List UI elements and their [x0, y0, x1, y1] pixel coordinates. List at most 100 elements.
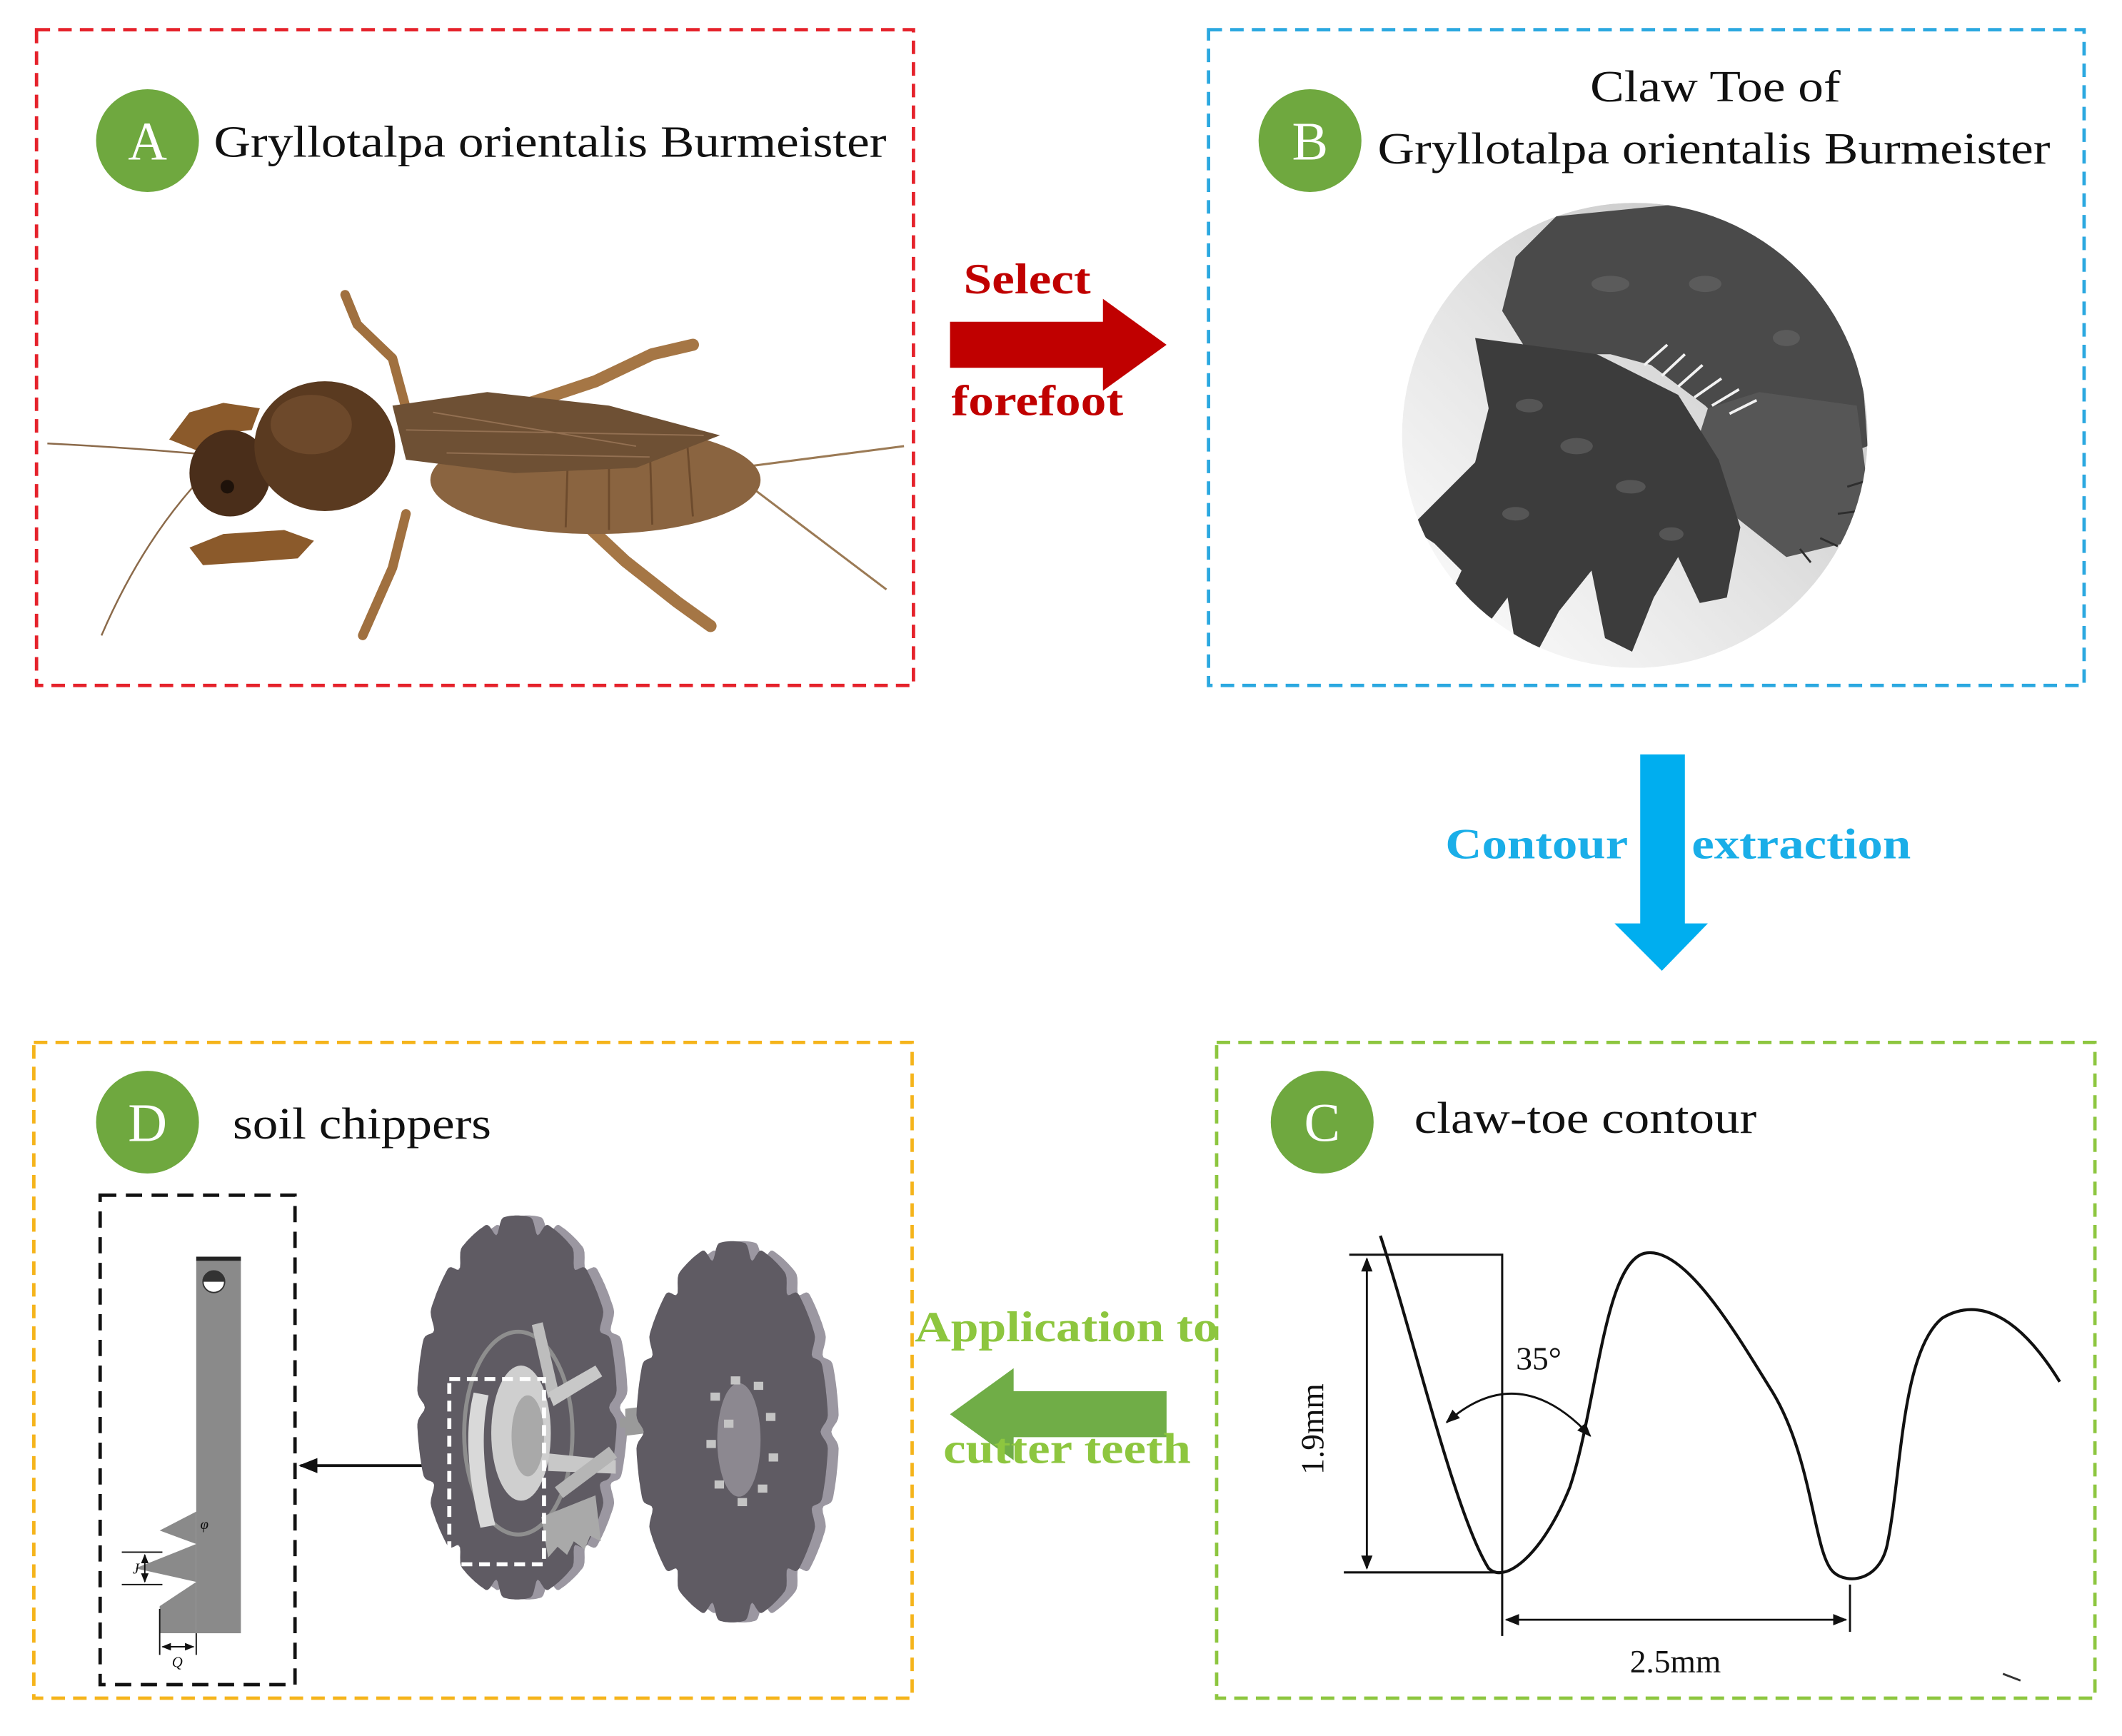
claw-toe-photo — [1402, 203, 1868, 668]
tooth-width-label: Q — [172, 1653, 183, 1670]
panel-d-title: soil chippers — [233, 1099, 491, 1149]
hub — [717, 1383, 761, 1497]
cricket-pronotum-highlight — [271, 395, 352, 455]
select-label: Select — [964, 256, 1091, 303]
contour-extraction-arrow: Contour extraction — [1445, 754, 1911, 971]
texture-spot — [1560, 438, 1593, 455]
cricket-middle-leg — [358, 509, 411, 640]
contour-label: Contour — [1445, 821, 1628, 869]
panel-b: B Claw Toe of Gryllotalpa orientalis Bur… — [1207, 28, 2086, 687]
panel-d-frame — [32, 1040, 914, 1700]
claw-texture — [1502, 276, 1800, 541]
bolt — [710, 1392, 720, 1401]
left-arrow — [950, 1368, 1167, 1460]
bolt — [724, 1419, 734, 1428]
side-blade — [548, 1366, 603, 1406]
cricket-middle-leg — [340, 290, 411, 413]
side-blade — [555, 1446, 618, 1498]
panel-d-letter: D — [128, 1094, 167, 1154]
blade-teeth — [135, 1511, 196, 1634]
claw-dactyls — [1410, 338, 1741, 652]
stray-mark — [2002, 1672, 2021, 1682]
hub-bolts — [706, 1376, 778, 1507]
panel-c-badge — [1270, 1071, 1374, 1174]
panel-b-frame — [1207, 28, 2086, 687]
cricket-antenna — [101, 475, 204, 636]
texture-spot — [1592, 276, 1630, 293]
panel-c-title: claw-toe contour — [1414, 1093, 1757, 1143]
texture-spot — [1689, 276, 1721, 293]
texture-spot — [1659, 527, 1684, 541]
forefoot-label: forefoot — [951, 378, 1123, 425]
cricket-foreleg — [189, 530, 314, 565]
cricket-cercus — [746, 483, 887, 591]
cricket-head — [189, 430, 271, 517]
panel-c-frame — [1215, 1040, 2097, 1700]
select-forefoot-arrow: Select forefoot — [950, 256, 1167, 425]
bolt — [737, 1498, 748, 1507]
cutter-teeth-label: cutter teeth — [943, 1425, 1191, 1473]
highlight-box — [447, 1377, 546, 1567]
down-arrow — [1614, 754, 1709, 971]
bolt — [765, 1413, 776, 1421]
claw-side-bristles — [1799, 480, 1866, 563]
panel-a-frame — [34, 28, 915, 687]
bolt — [730, 1376, 740, 1385]
bolt — [758, 1484, 768, 1493]
texture-spot — [1616, 480, 1646, 494]
bolt — [714, 1480, 725, 1489]
contour-curve — [1379, 1235, 2061, 1580]
height-dimension-label: 1.9mm — [1294, 1383, 1331, 1475]
claw-toe-contour-drawing: 1.9mm 2.5mm 35° — [1294, 1235, 2061, 1682]
width-dimension-label: 2.5mm — [1630, 1643, 1721, 1680]
panel-a-badge — [96, 89, 199, 192]
panel-b-title-line2: Gryllotalpa orientalis Burmeister — [1378, 123, 2051, 173]
bolt — [768, 1453, 778, 1462]
cricket-foreleg — [169, 403, 260, 450]
serrated-blade — [541, 1495, 601, 1558]
application-arrow: Application to cutter teeth — [915, 1303, 1218, 1473]
claw-bristles — [1643, 343, 1758, 415]
application-to-label: Application to — [915, 1303, 1218, 1351]
cricket-wing-veins — [406, 411, 704, 458]
angle-arc — [1445, 1392, 1592, 1437]
panel-a: A Gryllotalpa orientalis Burmeister — [34, 28, 915, 687]
panel-a-letter: A — [128, 112, 167, 172]
panel-c-letter: C — [1304, 1094, 1341, 1154]
panel-a-title: Gryllotalpa orientalis Burmeister — [213, 117, 886, 167]
tooth-angle-label: φ — [201, 1515, 209, 1533]
texture-spot — [1515, 398, 1543, 413]
panel-b-title-line1: Claw Toe of — [1590, 61, 1841, 111]
bolt — [706, 1440, 716, 1448]
left-cutter-disc — [417, 1215, 628, 1600]
cricket-hind-leg — [508, 338, 699, 415]
cricket-eye — [220, 480, 234, 494]
panel-d-badge — [96, 1071, 199, 1174]
panel-b-badge — [1258, 89, 1362, 192]
right-cutter-disc — [636, 1241, 839, 1623]
curved-blade — [468, 1392, 496, 1528]
blade-body — [196, 1260, 241, 1634]
cricket-abdomen-segments — [564, 435, 694, 530]
panel-d: D soil chippers J φ Q — [32, 1040, 914, 1700]
cricket-cercus — [747, 445, 905, 468]
texture-spot — [1502, 507, 1529, 521]
cricket-hind-leg — [575, 514, 717, 632]
angle-label: 35° — [1516, 1341, 1562, 1377]
soil-chipper-blade: J φ Q — [121, 1256, 241, 1670]
pitch-label: J — [133, 1560, 141, 1578]
hub-core — [511, 1395, 544, 1477]
cricket-antenna — [47, 443, 203, 455]
hub-ring — [462, 1329, 575, 1537]
extraction-label: extraction — [1691, 821, 1911, 869]
texture-spot — [1772, 330, 1800, 346]
bolt — [753, 1381, 764, 1391]
mole-cricket-image — [47, 290, 905, 640]
panel-b-letter: B — [1292, 112, 1328, 172]
reference-rectangle — [1349, 1253, 1504, 1636]
top-blade — [531, 1322, 559, 1398]
tooth-detail-frame — [98, 1194, 297, 1687]
panel-c: C claw-toe contour 1.9mm 2.5mm 35° — [1215, 1040, 2097, 1700]
mounting-hole-shadow — [203, 1271, 225, 1282]
